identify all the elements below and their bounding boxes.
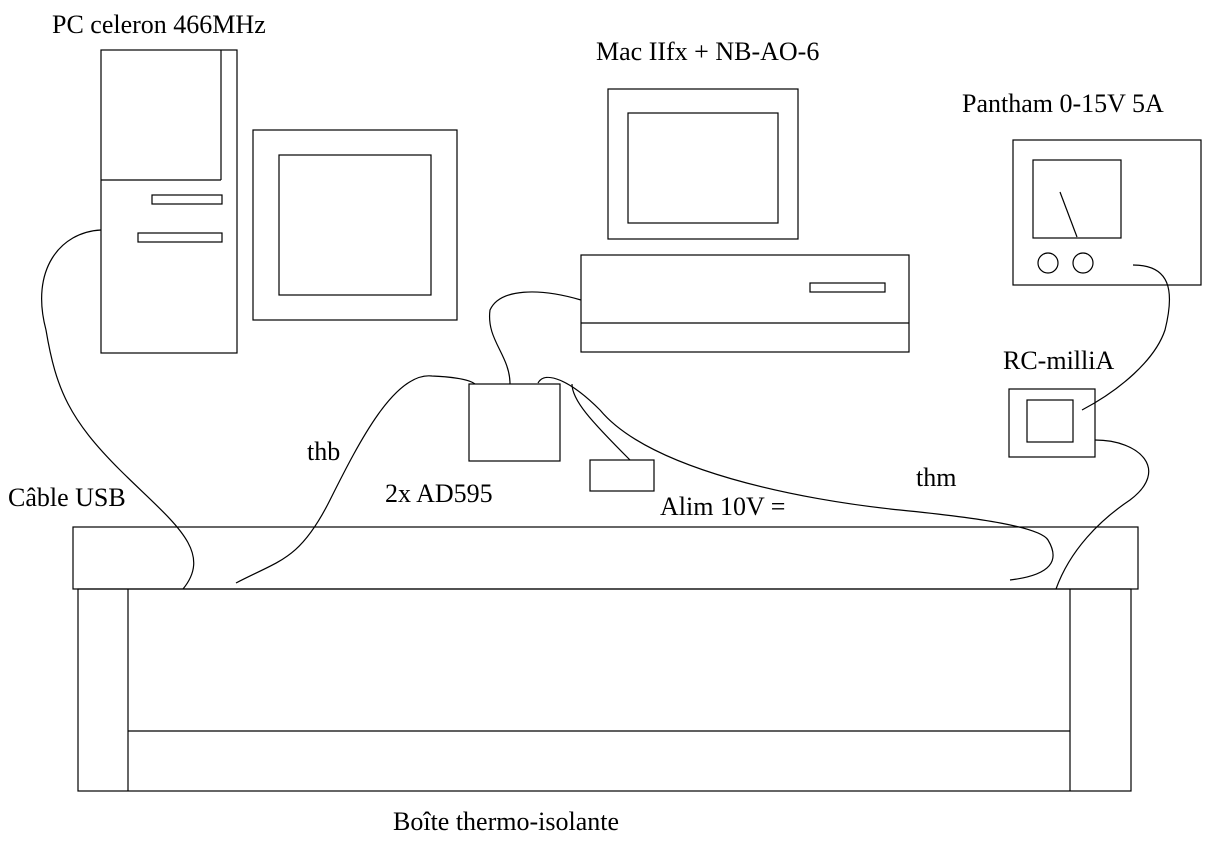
pc-monitor <box>252 129 458 321</box>
thm-label: thm <box>916 463 956 492</box>
thb-cable <box>235 375 476 584</box>
psu-label: Pantham 0-15V 5A <box>962 89 1164 118</box>
mac-case <box>580 254 910 353</box>
alim-label: Alim 10V = <box>660 492 785 521</box>
psu-to-rc-cable <box>1081 264 1171 411</box>
power-supply <box>1012 139 1202 286</box>
knob-right-icon <box>1072 252 1094 274</box>
rc-milliamp-meter <box>1008 388 1096 458</box>
alim-10v-box <box>589 459 655 492</box>
ad595-label: 2x AD595 <box>385 479 493 508</box>
ad595-to-alim-cable <box>571 383 631 461</box>
mac-label: Mac IIfx + NB-AO-6 <box>596 37 819 66</box>
pc-tower <box>100 49 238 354</box>
rc-to-box-cable <box>1055 439 1150 590</box>
mac-to-ad595-cable <box>488 291 582 385</box>
rc-label: RC-milliA <box>1003 346 1114 375</box>
box-label: Boîte thermo-isolante <box>393 807 619 836</box>
thermo-box <box>72 526 1139 792</box>
thb-label: thb <box>307 437 340 466</box>
cables <box>41 229 1171 590</box>
mac-monitor <box>607 88 799 240</box>
pc-label: PC celeron 466MHz <box>52 10 266 39</box>
thm-cable <box>537 376 1054 581</box>
ad595-box <box>468 383 561 462</box>
usb-cable-label: Câble USB <box>8 483 126 512</box>
usb-cable <box>41 229 195 590</box>
knob-left-icon <box>1037 252 1059 274</box>
